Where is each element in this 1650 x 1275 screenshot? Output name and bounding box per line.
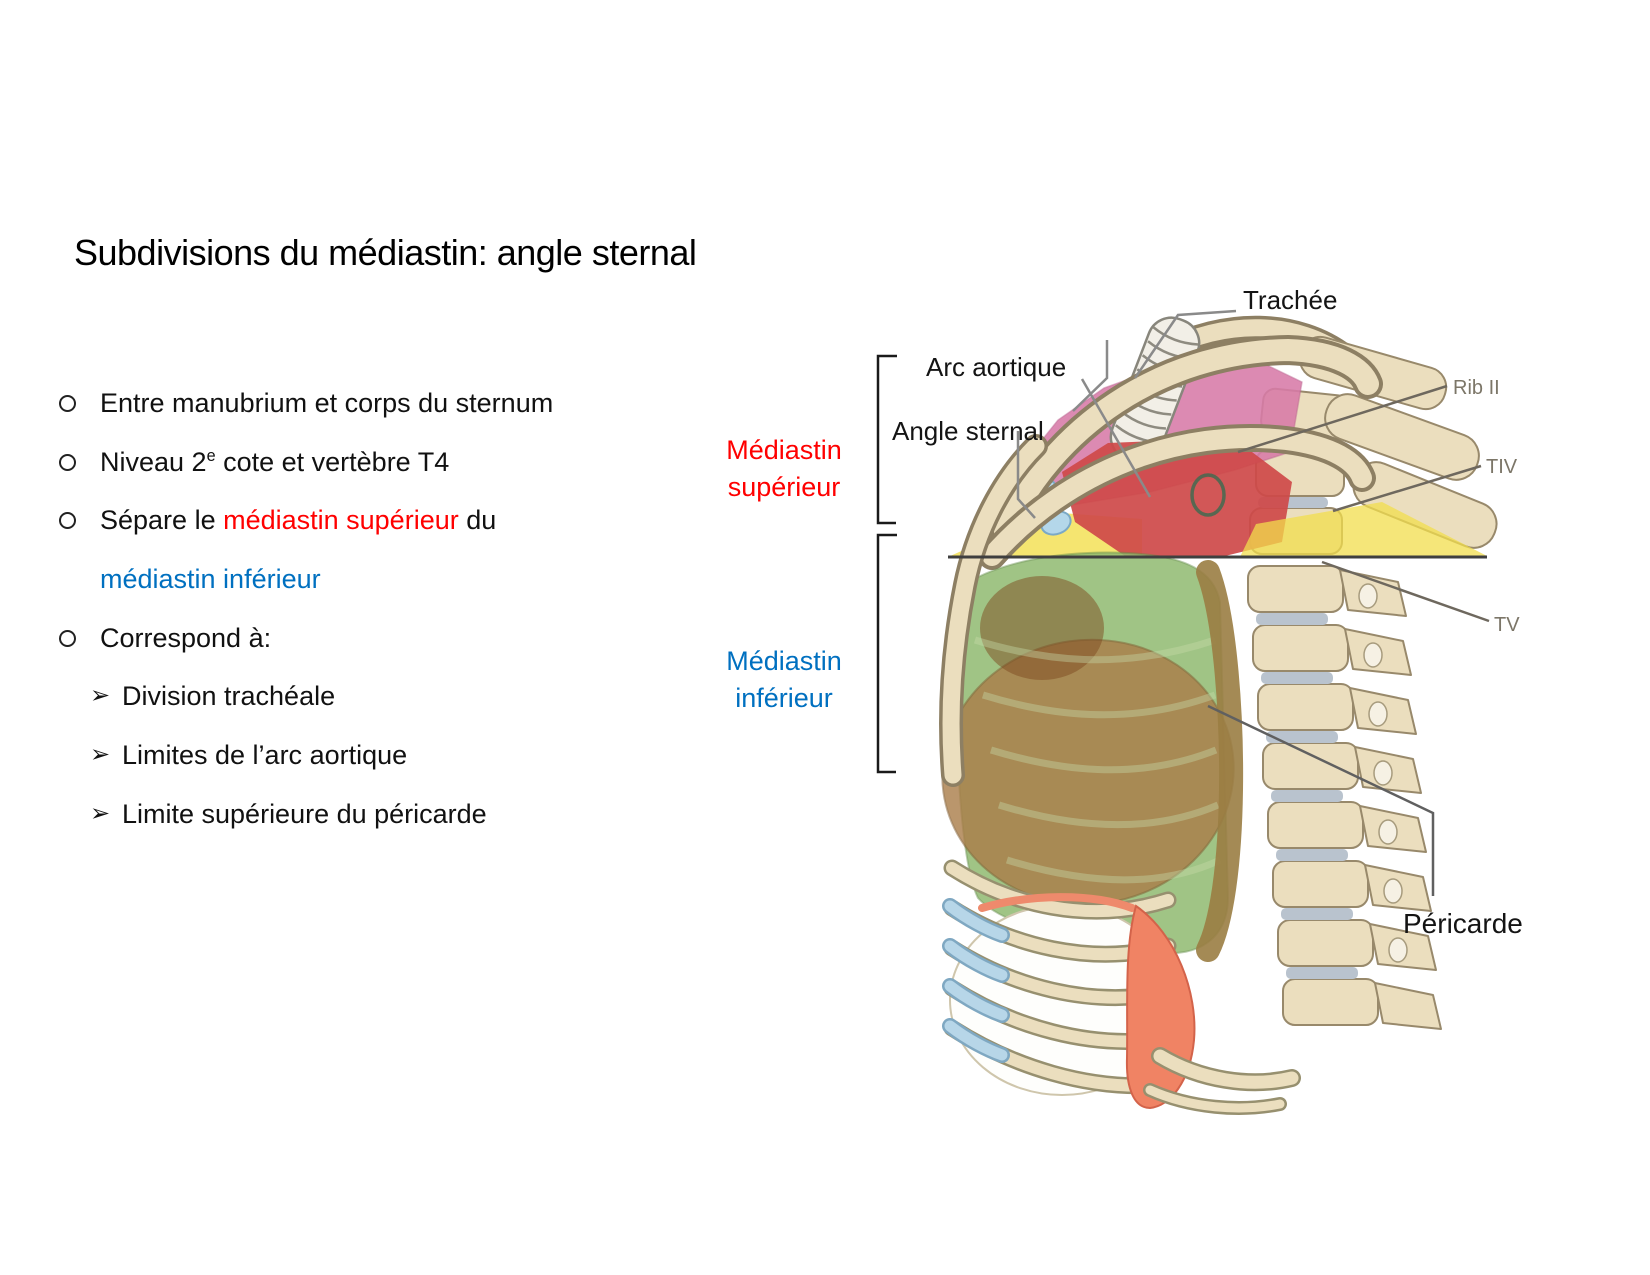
bullet-text: médiastin inférieur — [100, 564, 321, 595]
upper-ribs — [978, 334, 1383, 570]
dark-hilum-blob — [980, 576, 1104, 680]
bullet-text: Correspond à: — [100, 622, 272, 653]
bullet-text: Limite supérieure du péricarde — [122, 798, 487, 829]
leader-lines — [1016, 309, 1490, 896]
bullet-text: Division trachéale — [122, 681, 336, 712]
circle-bullet-icon — [59, 629, 76, 647]
tv-leader — [1321, 560, 1490, 623]
bullet-text: Limites de l’arc aortique — [122, 740, 408, 771]
label-arc-aortique: Arc aortique — [926, 352, 1067, 382]
bullet-item: Entre manubrium et corps du sternum — [57, 386, 697, 445]
inferior-mediastinum-shape — [941, 551, 1244, 962]
bullet-item: Niveau 2e cote et vertèbre T4 — [57, 445, 697, 504]
circle-bullet-icon — [59, 512, 76, 530]
arrow-bullet-icon: ➢ — [90, 741, 111, 769]
circle-bullet-icon — [59, 453, 76, 471]
bullet-item: ➢ Limites de l’arc aortique — [57, 738, 697, 797]
bullet-item: médiastin inférieur — [57, 562, 697, 621]
arc-aortique-leader — [1080, 378, 1152, 498]
tiv-leader — [1332, 464, 1482, 513]
rib-ii-leader — [1237, 384, 1448, 454]
label-rib-ii: Rib II — [1453, 377, 1500, 399]
page-title: Subdivisions du médiastin: angle sternal — [74, 232, 697, 273]
pericarde-leader — [1207, 704, 1435, 896]
bullet-text: Niveau 2e cote et vertèbre T4 — [100, 446, 450, 477]
trachee-leader — [1133, 309, 1237, 379]
bullet-item: Correspond à: — [57, 621, 697, 680]
transverse-plane-right — [1240, 502, 1487, 557]
descending-aorta-band — [1196, 560, 1244, 962]
vessel-ring-detail — [1190, 473, 1226, 517]
cropped-leader — [1072, 340, 1109, 412]
label-mediastin-inferieur: Médiastin inférieur — [726, 646, 842, 713]
label-mediastin-superieur: Médiastin supérieur — [726, 435, 842, 502]
bullet-item: ➢ Division trachéale — [57, 679, 697, 738]
bullet-item: ➢ Limite supérieure du péricarde — [57, 797, 697, 856]
angle-sternal-leader — [1016, 431, 1036, 519]
lower-ribs — [942, 859, 1301, 1115]
arrow-bullet-icon: ➢ — [90, 799, 111, 827]
label-tiv: TIV — [1486, 456, 1518, 478]
circle-bullet-icon — [59, 395, 76, 412]
label-pericarde: Péricarde — [1403, 908, 1523, 939]
bullet-item: Sépare le médiastin supérieur du — [57, 503, 697, 562]
inferior-bracket — [876, 533, 897, 774]
mediastinum-brackets — [876, 354, 897, 774]
superior-bracket — [876, 354, 897, 525]
arrow-bullet-icon: ➢ — [90, 682, 111, 710]
bullet-text: Sépare le médiastin supérieur du — [100, 505, 497, 536]
sternum-band — [939, 434, 1048, 787]
bullet-text: Entre manubrium et corps du sternum — [100, 388, 554, 418]
label-trachee: Trachée — [1243, 285, 1338, 315]
label-angle-sternal: Angle sternal — [892, 416, 1044, 446]
label-tv: TV — [1494, 614, 1520, 636]
